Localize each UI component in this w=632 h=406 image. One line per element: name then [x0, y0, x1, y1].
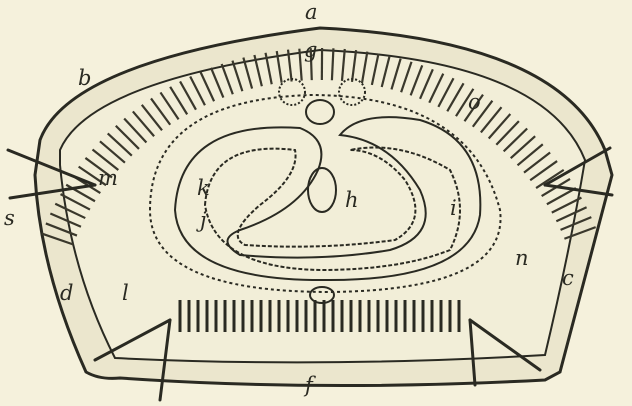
- label-h: h: [345, 190, 359, 211]
- label-n: n: [515, 248, 529, 269]
- label-m: m: [98, 168, 118, 189]
- label-a: a: [305, 2, 318, 23]
- label-g: g: [304, 40, 317, 61]
- radial-fold: [332, 48, 334, 80]
- label-d: d: [60, 283, 73, 304]
- label-l: l: [122, 283, 129, 304]
- label-k: k: [197, 178, 210, 199]
- label-o: o: [468, 92, 481, 113]
- label-i: i: [450, 198, 457, 219]
- label-j: j: [200, 210, 207, 231]
- label-f: f: [305, 375, 313, 396]
- label-s: s: [4, 208, 15, 229]
- label-c: c: [562, 268, 574, 289]
- label-b: b: [78, 68, 91, 89]
